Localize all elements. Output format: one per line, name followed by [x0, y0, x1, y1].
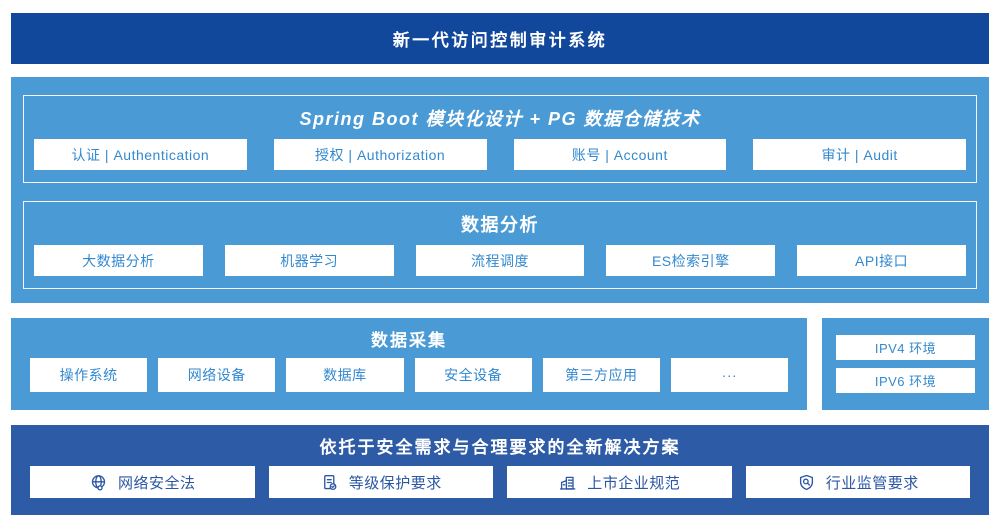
- collection-box-os: 操作系统: [30, 358, 148, 392]
- analysis-box-scheduling: 流程调度: [415, 245, 585, 276]
- collection-box-thirdparty: 第三方应用: [542, 358, 660, 392]
- analysis-group-title: 数据分析: [461, 214, 539, 235]
- module-box-audit: 审计 | Audit: [753, 139, 966, 170]
- collection-box-ellipsis: ···: [670, 358, 789, 392]
- solution-label: 行业监管要求: [825, 474, 919, 492]
- env-box-ipv4: IPV4 环境: [836, 335, 975, 360]
- solution-box-classified-protection: 等级保护要求: [268, 466, 493, 498]
- solution-row: 网络安全法 等级保护要求: [30, 466, 970, 498]
- globe-icon: [89, 473, 108, 492]
- solution-box-cybersecurity-law: 网络安全法: [30, 466, 255, 498]
- solution-title: 依托于安全需求与合理要求的全新解决方案: [319, 438, 681, 457]
- env-box-ipv6: IPV6 环境: [836, 368, 975, 393]
- platform-section: Spring Boot 模块化设计 + PG 数据仓储技术 认证 | Authe…: [11, 77, 989, 303]
- analysis-row: 大数据分析 机器学习 流程调度 ES检索引擎 API接口: [34, 245, 966, 276]
- analysis-box-bigdata: 大数据分析: [34, 245, 203, 276]
- solution-box-industry-regulation: 行业监管要求: [745, 466, 970, 498]
- collection-box-security: 安全设备: [414, 358, 532, 392]
- shield-search-icon: [797, 473, 816, 492]
- collection-box-database: 数据库: [286, 358, 404, 392]
- solution-label: 上市企业规范: [587, 474, 681, 492]
- modules-group: Spring Boot 模块化设计 + PG 数据仓储技术 认证 | Authe…: [23, 95, 977, 183]
- analysis-box-api: API接口: [797, 245, 966, 276]
- solution-section: 依托于安全需求与合理要求的全新解决方案 网络安全法: [11, 425, 989, 515]
- solution-label: 等级保护要求: [348, 474, 442, 492]
- document-check-icon: [320, 473, 339, 492]
- collection-section: 数据采集 操作系统 网络设备 数据库 安全设备 第三方应用 ···: [11, 318, 807, 410]
- collection-row: 操作系统 网络设备 数据库 安全设备 第三方应用 ···: [30, 358, 789, 392]
- analysis-box-ml: 机器学习: [224, 245, 394, 276]
- system-title: 新一代访问控制审计系统: [392, 31, 608, 50]
- modules-row: 认证 | Authentication 授权 | Authorization 账…: [34, 139, 966, 170]
- module-box-account: 账号 | Account: [513, 139, 727, 170]
- module-box-authentication: 认证 | Authentication: [34, 139, 247, 170]
- environment-block: IPV4 环境 IPV6 环境: [822, 318, 989, 410]
- module-box-authorization: 授权 | Authorization: [273, 139, 487, 170]
- collection-title: 数据采集: [371, 330, 447, 350]
- solution-label: 网络安全法: [117, 474, 196, 492]
- solution-box-listed-company: 上市企业规范: [507, 466, 732, 498]
- collection-box-network: 网络设备: [158, 358, 276, 392]
- modules-group-title: Spring Boot 模块化设计 + PG 数据仓储技术: [299, 108, 701, 129]
- building-icon: [558, 473, 577, 492]
- analysis-box-es: ES检索引擎: [606, 245, 776, 276]
- analysis-group: 数据分析 大数据分析 机器学习 流程调度 ES检索引擎 API接口: [23, 201, 977, 289]
- top-banner: 新一代访问控制审计系统: [11, 13, 989, 64]
